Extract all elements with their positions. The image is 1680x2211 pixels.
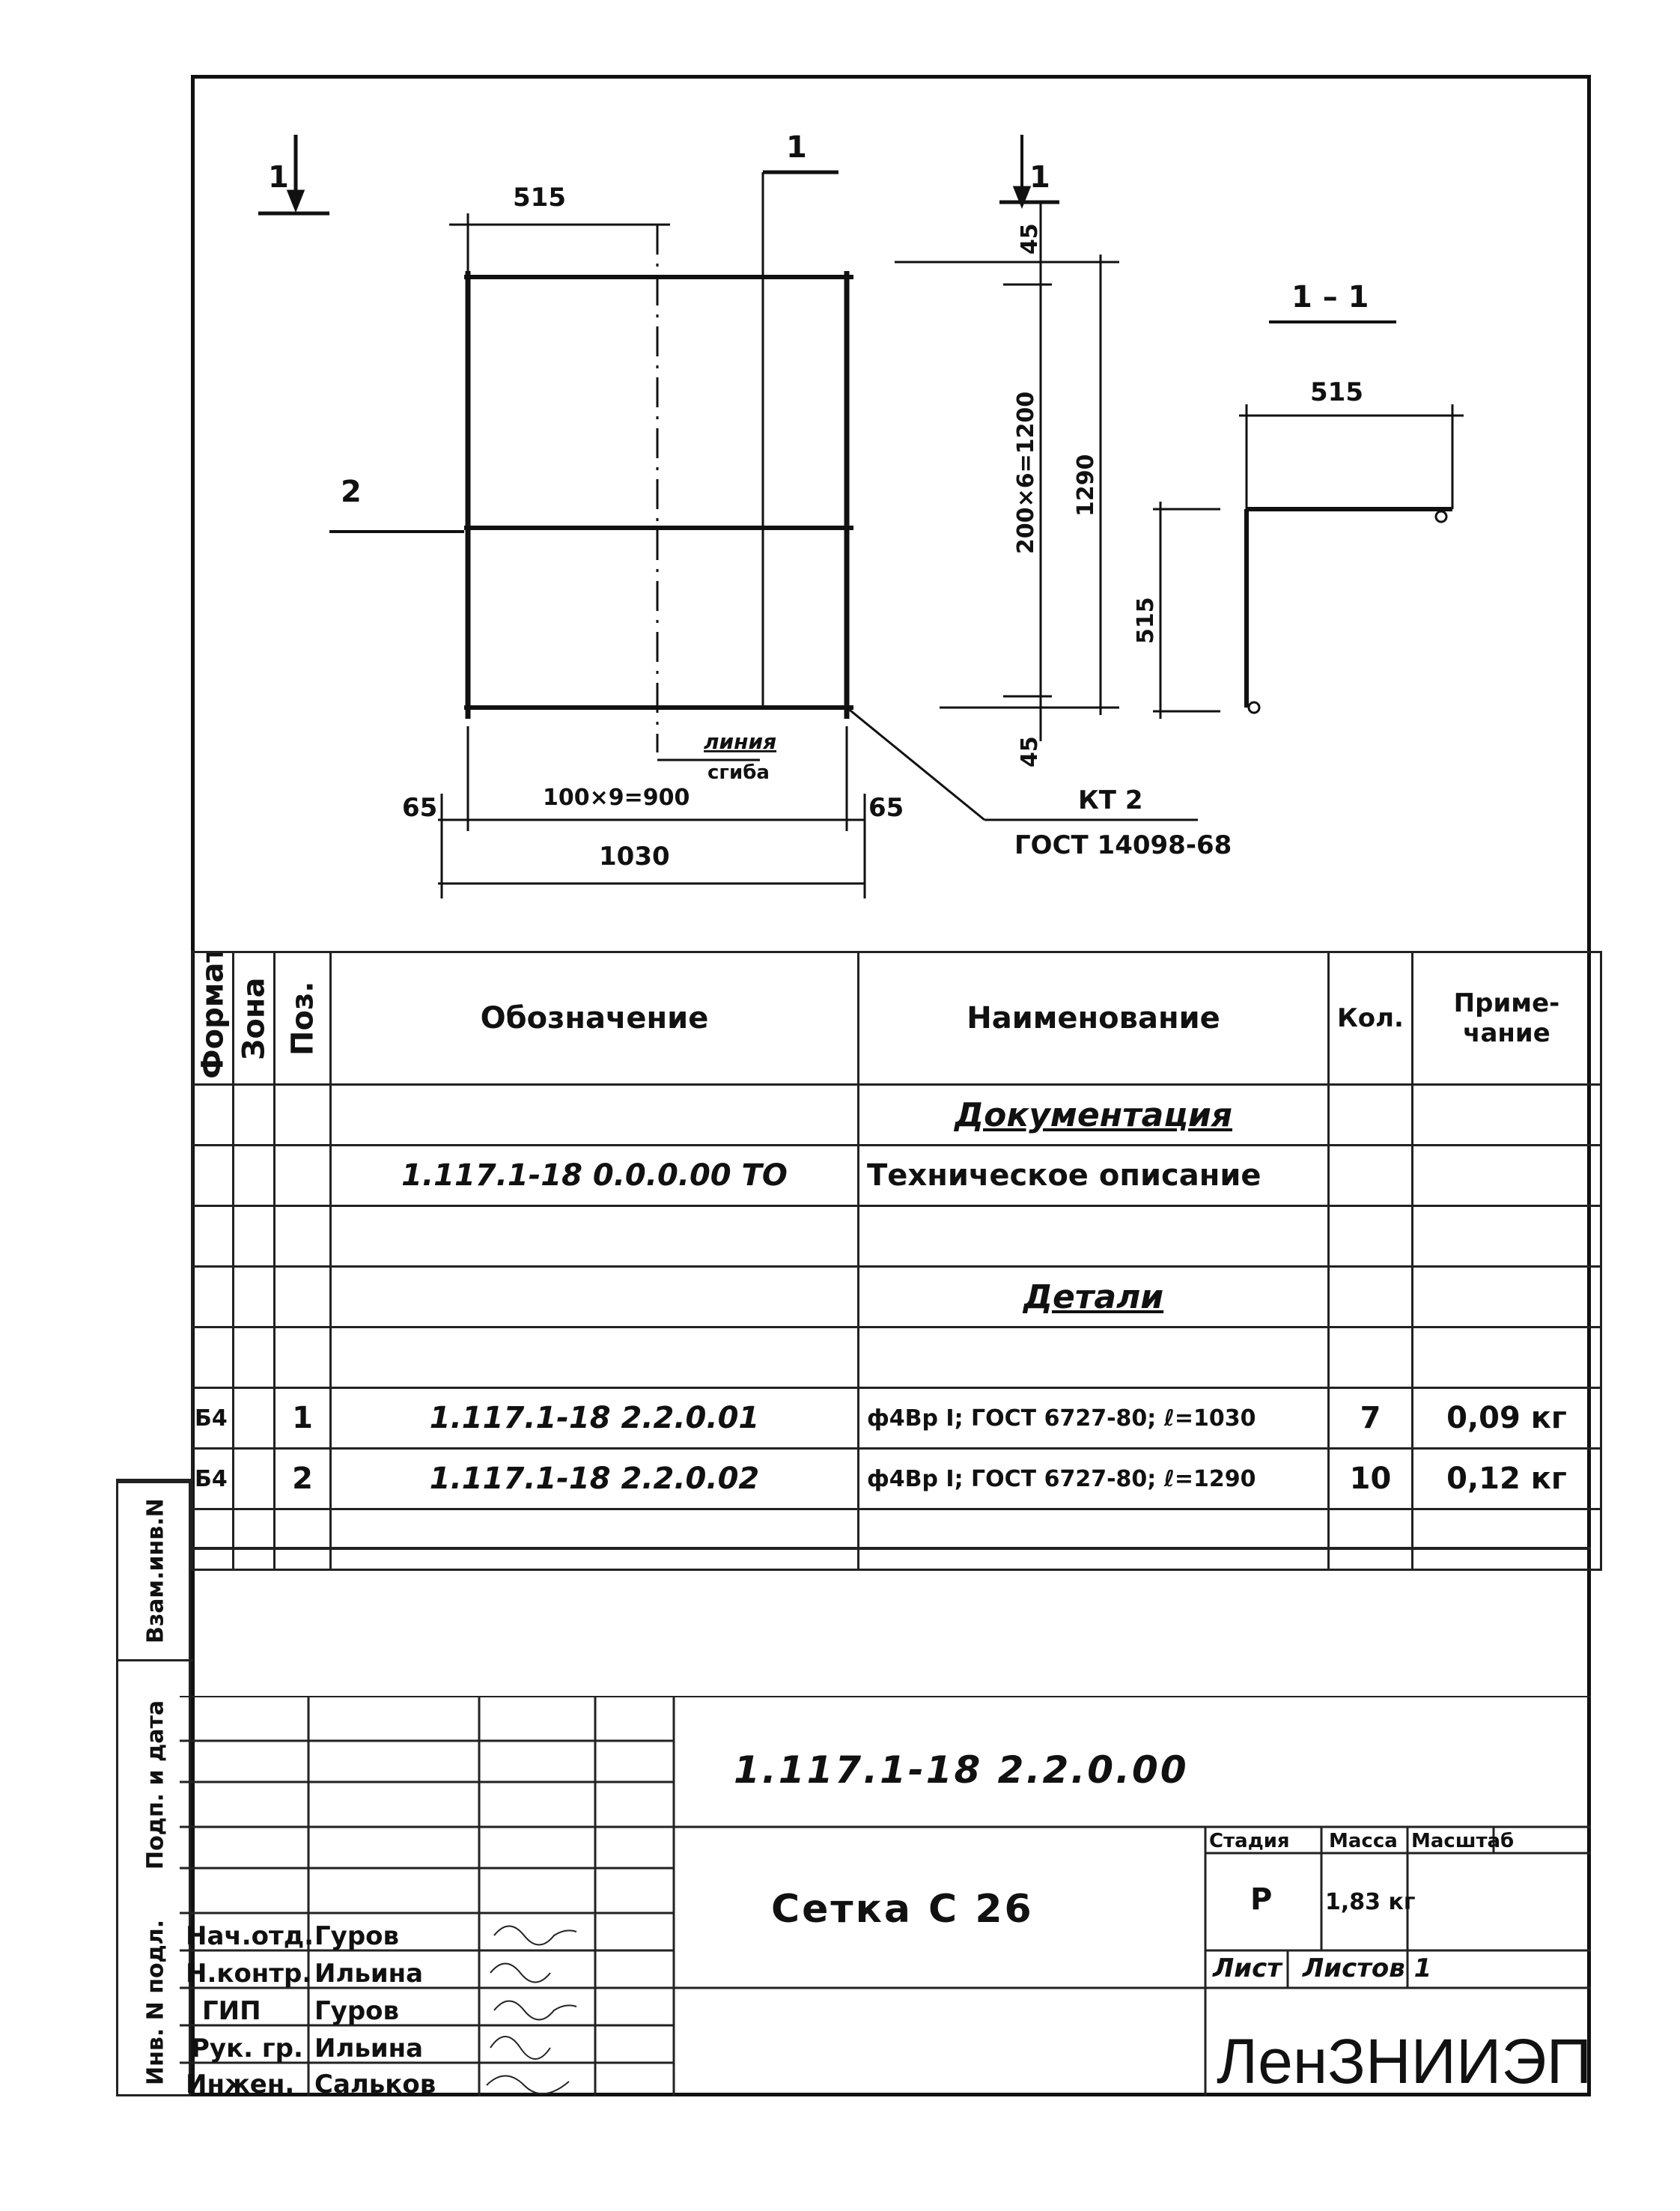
row-1-note: 0,09 кг	[1410, 1387, 1602, 1450]
row-1-designation: 1.117.1-18 2.2.0.01	[329, 1387, 859, 1450]
dim-rods-horizontal: 100×9=900	[543, 785, 690, 811]
title-block: Нач.отд. Гуров Н.контр. Ильина ГИП Гуров…	[180, 1696, 1591, 2096]
dim-bottom-45: 45	[1017, 736, 1043, 767]
row-2-format: Б4	[191, 1447, 234, 1510]
document-code: 1.117.1-18 2.2.0.00	[734, 1748, 1189, 1792]
table-row: Детали	[191, 1265, 1602, 1328]
row-1-name: ф4Вр I; ГОСТ 6727-80; ℓ=1030	[857, 1387, 1330, 1450]
name-2: Ильина	[314, 1959, 423, 1989]
header-note: Приме- чание	[1410, 951, 1602, 1086]
sheet-label: Лист	[1212, 1953, 1283, 1983]
header-zone: Зона	[233, 952, 275, 1085]
role-1: Нач.отд.	[186, 1921, 314, 1951]
bend-line-label-1: линия	[704, 729, 776, 754]
table-row: Б4 2 1.117.1-18 2.2.0.02 ф4Вр I; ГОСТ 67…	[191, 1447, 1602, 1510]
role-2: Н.контр.	[186, 1959, 311, 1989]
role-4: Рук. гр.	[191, 2034, 303, 2064]
role-5: Инжен.	[186, 2069, 294, 2096]
position-2-label: 2	[341, 475, 362, 509]
name-4: Ильина	[314, 2034, 423, 2064]
name-5: Сальков	[314, 2069, 436, 2096]
dim-total-horizontal: 1030	[599, 842, 670, 872]
name-1: Гуров	[314, 1921, 399, 1951]
blank-area	[191, 1547, 1591, 1697]
side-inv-subst: Взам.инв.N	[118, 1481, 193, 1659]
cut-mark-top: 1	[786, 130, 807, 165]
table-row: Документация	[191, 1083, 1602, 1146]
mesh-drawing: 1 515 1 1 2 45 45 200×6=1200 1290 линия …	[258, 130, 1464, 898]
section-parts: Детали	[857, 1265, 1330, 1328]
row-2-name: ф4Вр I; ГОСТ 6727-80; ℓ=1290	[857, 1447, 1330, 1510]
side-stamp: Взам.инв.N Подп. и дата Инв. N подл.	[116, 1479, 193, 2096]
top-dim-515: 515	[513, 183, 566, 213]
cut-mark-right: 1	[1029, 160, 1050, 195]
header-pos: Поз.	[274, 952, 331, 1085]
scale-label: Масштаб	[1411, 1830, 1514, 1852]
kt-label: КТ 2	[1078, 785, 1142, 815]
row-2-qty: 10	[1327, 1447, 1413, 1510]
role-3: ГИП	[202, 1996, 261, 2026]
bend-line-label-2: сгиба	[707, 761, 770, 784]
dim-rods-vertical: 200×6=1200	[1013, 392, 1039, 554]
dim-left-65: 65	[402, 793, 437, 823]
section-title: 1 – 1	[1291, 280, 1369, 314]
name-3: Гуров	[314, 1996, 399, 2026]
table-row	[191, 1326, 1602, 1389]
dim-right-65: 65	[868, 793, 904, 823]
row-2-pos: 2	[273, 1447, 332, 1510]
dim-top-45: 45	[1017, 223, 1043, 255]
mass-label: Масса	[1329, 1830, 1398, 1852]
row-2-note: 0,12 кг	[1410, 1447, 1602, 1510]
table-row	[191, 1205, 1602, 1268]
specification-table: Формат Зона Поз. Обозначение Наименовани…	[191, 951, 1602, 1571]
section-dim-v: 515	[1133, 597, 1159, 644]
section-mark-left: 1	[268, 160, 289, 195]
organization-name: ЛенЗНИИЭП	[1217, 2026, 1592, 2096]
table-row	[191, 1508, 1602, 1571]
mass-value: 1,83 кг	[1325, 1889, 1416, 1915]
header-name: Наименование	[857, 951, 1330, 1086]
section-documentation: Документация	[857, 1083, 1330, 1146]
kt-standard: ГОСТ 14098-68	[1014, 830, 1232, 860]
stage-label: Стадия	[1209, 1830, 1290, 1852]
table-row: 1.117.1-18 0.0.0.00 ТО Техническое описа…	[191, 1144, 1602, 1207]
section-dim-h: 515	[1310, 377, 1363, 407]
stage-value: Р	[1250, 1882, 1272, 1917]
spec-header-row: Формат Зона Поз. Обозначение Наименовани…	[192, 951, 1602, 1086]
header-designation: Обозначение	[329, 951, 859, 1086]
row-1-format: Б4	[191, 1387, 234, 1450]
doc-name: Техническое описание	[857, 1144, 1330, 1207]
header-qty: Кол.	[1327, 951, 1413, 1086]
row-2-designation: 1.117.1-18 2.2.0.02	[329, 1447, 859, 1510]
document-title: Сетка С 26	[771, 1887, 1034, 1932]
row-1-pos: 1	[273, 1387, 332, 1450]
sheets-label: Листов 1	[1302, 1953, 1431, 1983]
table-row: Б4 1 1.117.1-18 2.2.0.01 ф4Вр I; ГОСТ 67…	[191, 1387, 1602, 1450]
row-1-qty: 7	[1327, 1387, 1413, 1450]
dim-total-vertical: 1290	[1073, 454, 1099, 517]
header-format: Формат	[192, 952, 234, 1085]
doc-designation: 1.117.1-18 0.0.0.00 ТО	[329, 1144, 859, 1207]
